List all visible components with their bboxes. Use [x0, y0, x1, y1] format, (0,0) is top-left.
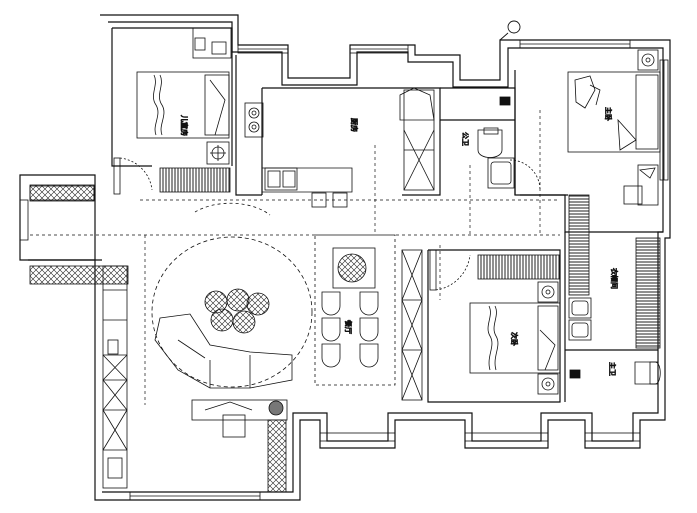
toilet-icon	[477, 129, 503, 158]
tv-console	[191, 399, 288, 421]
dining-area	[314, 234, 396, 386]
nightstand-icon	[637, 49, 659, 71]
vanity-sink	[487, 157, 515, 189]
sectional-sofa	[154, 313, 293, 389]
tall-cabinet	[102, 265, 128, 489]
public-bath-label: 公卫	[461, 132, 469, 146]
dining-label: 餐厅	[344, 320, 353, 334]
wardrobe-left	[568, 194, 590, 296]
fridge-cabinet	[403, 89, 435, 191]
interior-walls	[28, 27, 663, 403]
dining-table	[332, 247, 376, 289]
nightstand-icon	[206, 141, 230, 165]
plant-icon	[268, 400, 284, 416]
second-wardrobe	[477, 254, 561, 280]
kitchen-label: 厨房	[350, 118, 359, 132]
entry-cabinet	[29, 265, 129, 285]
display-cabinet	[401, 249, 423, 401]
child-desk	[192, 27, 232, 59]
wardrobe-right	[635, 237, 661, 349]
child-room: 儿童房	[113, 27, 232, 195]
cloakroom: 衣帽间 主卫	[568, 164, 661, 385]
second-bedroom-label: 次卧	[510, 332, 519, 346]
stove-icon	[244, 102, 264, 138]
plant-icon	[337, 253, 367, 283]
bath-sink	[568, 297, 592, 319]
child-wardrobe	[159, 167, 231, 193]
nightstand-icon	[537, 281, 559, 303]
coffee-table-icon	[204, 288, 270, 334]
entry-cabinet	[29, 184, 95, 202]
child-room-label: 儿童房	[180, 115, 189, 136]
nightstand-icon	[537, 373, 559, 395]
master-bedroom: 主卧	[567, 49, 661, 153]
master-bed	[567, 71, 661, 153]
kitchen: 厨房	[244, 87, 435, 208]
chair-icon	[222, 414, 246, 438]
meter-icon	[499, 20, 521, 41]
toilet-icon	[634, 361, 661, 385]
public-bath: 公卫	[461, 96, 541, 191]
round-rug	[151, 236, 313, 388]
master-bedroom-label: 主卧	[604, 107, 613, 121]
bath-sink	[568, 319, 592, 341]
dresser	[637, 164, 659, 206]
living-room: 餐厅	[29, 184, 423, 493]
dining-chairs	[321, 291, 379, 368]
circulation-lines	[30, 110, 560, 405]
cloakroom-label: 衣帽间	[610, 268, 619, 289]
second-bed	[469, 302, 561, 374]
second-bedroom: 次卧	[429, 249, 561, 395]
windows	[19, 39, 669, 501]
master-bath-label: 主卫	[608, 362, 617, 376]
